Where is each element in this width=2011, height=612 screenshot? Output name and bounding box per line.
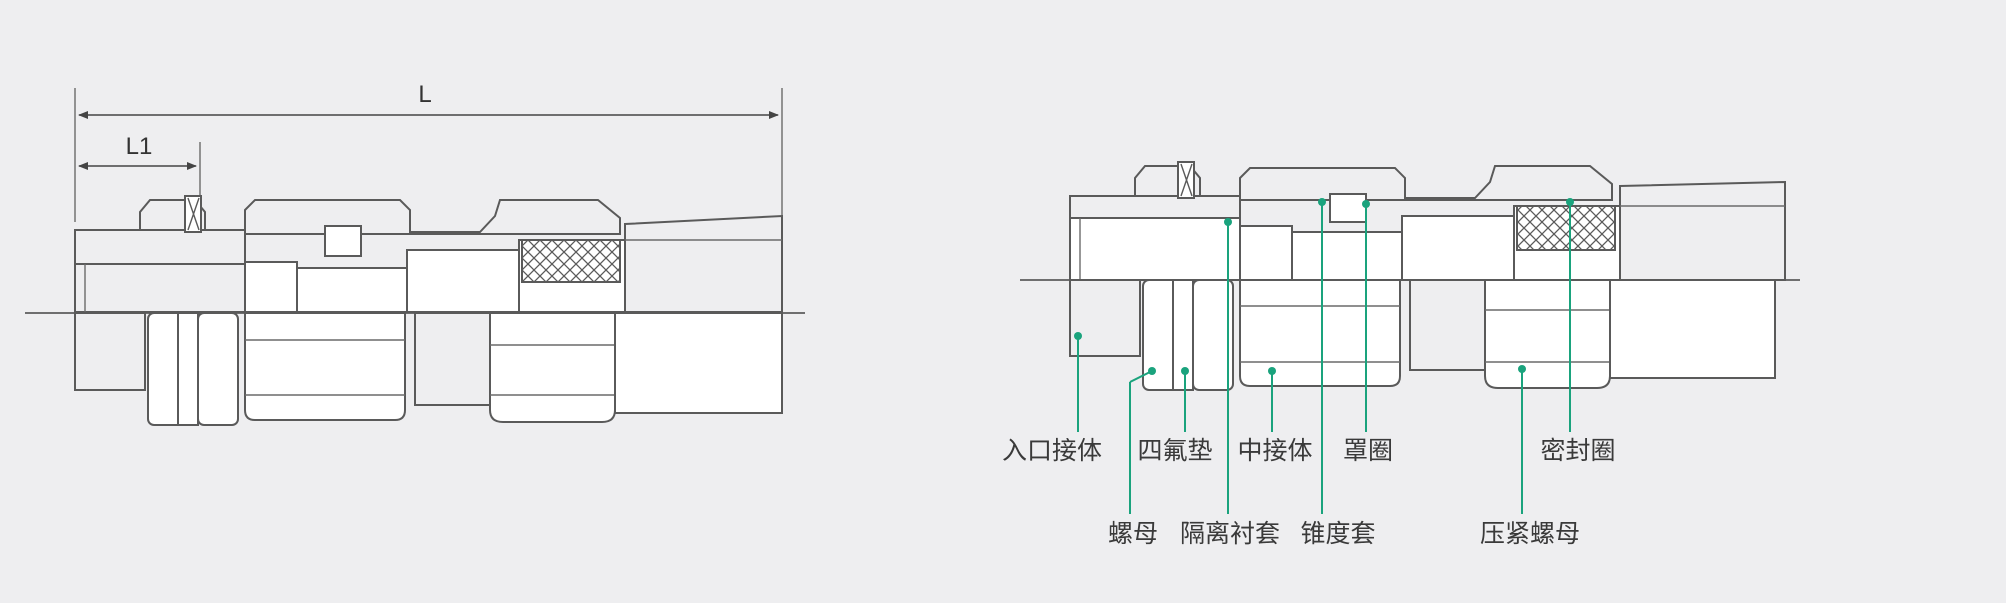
partial-length-label: L1 (126, 133, 153, 160)
label-middle-body: 中接体 (1237, 436, 1312, 465)
left-upper-section (74, 195, 783, 313)
dimension-lines (74, 88, 783, 222)
leader-lines (1074, 198, 1574, 514)
label-nut: 螺母 (1108, 519, 1158, 548)
label-cone-sleeve: 锥度套 (1300, 519, 1375, 548)
left-lower-section (74, 312, 783, 426)
right-fitting-drawing: 入口接体 四氟垫 中接体 罩圈 密封圈 螺母 隔离衬套 锥度套 压紧螺母 (1002, 161, 1800, 548)
label-inlet-body: 入口接体 (1002, 436, 1102, 465)
label-cover-ring: 罩圈 (1343, 436, 1393, 465)
label-ptfe-gasket: 四氟垫 (1137, 436, 1212, 465)
label-seal-ring: 密封圈 (1540, 436, 1615, 465)
right-upper-section (1069, 161, 1786, 281)
right-lower-section (1069, 279, 1776, 391)
left-fitting-drawing: L L1 (25, 81, 805, 426)
label-isolation-sleeve: 隔离衬套 (1180, 519, 1280, 548)
overall-length-label: L (418, 81, 431, 108)
label-compression-nut: 压紧螺母 (1480, 519, 1580, 548)
